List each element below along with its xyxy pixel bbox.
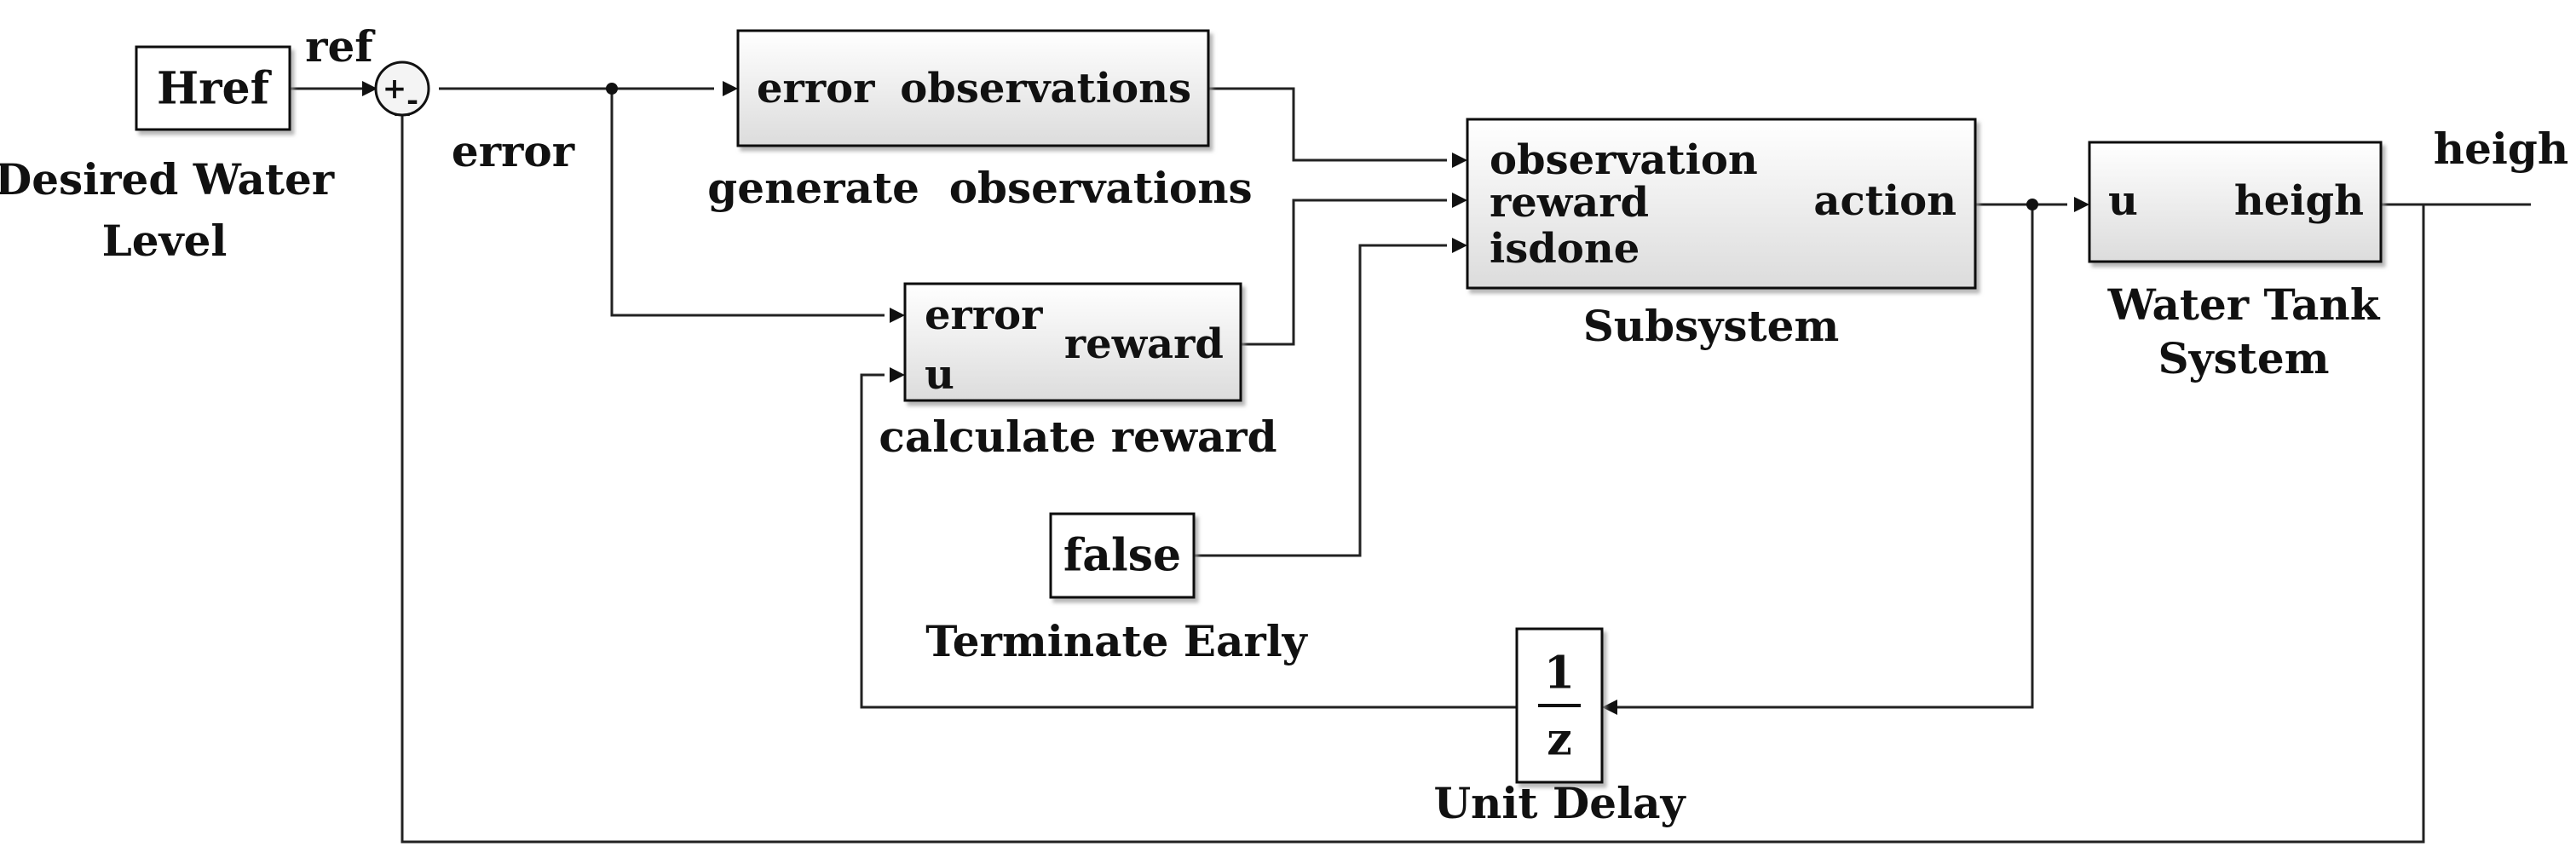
unit-delay-numerator: 1 <box>1544 648 1575 700</box>
terminate-block-text: false <box>1063 530 1181 582</box>
calc-reward-caption: calculate reward <box>879 412 1276 462</box>
subsystem-block[interactable]: observation reward isdone action <box>1466 118 1977 290</box>
sum-block[interactable]: + - <box>374 60 430 118</box>
unit-delay-caption: Unit Delay <box>1433 778 1686 828</box>
wire-isdone <box>1194 244 1447 557</box>
arrow-water-tank <box>2074 197 2089 212</box>
arrow-subsystem-reward <box>1452 193 1467 208</box>
junction-error <box>606 83 618 95</box>
calc-reward-out-port: reward <box>1064 320 1224 368</box>
arrow-subsystem-isdone <box>1452 238 1467 253</box>
wire-error-to-reward <box>610 89 885 317</box>
href-caption-line2: Level <box>102 216 228 266</box>
terminate-early-block[interactable]: false <box>1049 512 1196 599</box>
sum-minus-sign: - <box>406 84 418 118</box>
subsystem-caption: Subsystem <box>1583 301 1840 351</box>
junctions <box>606 83 2038 210</box>
ref-signal-label: ref <box>305 21 376 72</box>
subsystem-out-port-action: action <box>1813 177 1956 225</box>
arrow-reward-error <box>890 308 905 323</box>
arrow-reward-u <box>890 367 905 383</box>
href-constant-block[interactable]: Href <box>135 45 291 131</box>
water-tank-out-port: heigh <box>2234 177 2364 225</box>
unit-delay-block[interactable]: 1 z <box>1515 627 1604 784</box>
error-signal-label: error <box>452 126 575 176</box>
sum-plus-sign: + <box>383 72 407 106</box>
subsystem-in-port-reward: reward <box>1490 179 1649 227</box>
height-signal-label: heigh <box>2434 124 2568 174</box>
generate-obs-caption: generate observations <box>707 163 1252 213</box>
href-caption-line1: Desired Water <box>0 154 335 204</box>
arrow-unit-delay <box>1602 700 1617 715</box>
junction-action <box>2026 199 2038 210</box>
wire-reward <box>1241 199 1447 346</box>
generate-obs-out-port: observations <box>900 65 1191 112</box>
calc-reward-in-port-error: error <box>925 291 1043 339</box>
href-block-text: Href <box>157 63 273 115</box>
terminate-caption: Terminate Early <box>925 616 1308 666</box>
subsystem-in-port-isdone: isdone <box>1490 225 1640 273</box>
generate-observations-block[interactable]: error observations <box>736 29 1210 147</box>
water-tank-block[interactable]: u heigh <box>2088 141 2383 263</box>
subsystem-in-port-observation: observation <box>1490 136 1758 184</box>
generate-obs-in-port: error <box>757 65 875 112</box>
signal-wires <box>290 87 2531 844</box>
calc-reward-in-port-u: u <box>925 351 954 399</box>
water-tank-in-port: u <box>2108 177 2138 225</box>
arrow-subsystem-observation <box>1452 153 1467 168</box>
water-tank-caption-line2: System <box>2158 333 2329 383</box>
wire-delay-to-u <box>860 373 1517 709</box>
wire-action-to-delay <box>1617 204 2034 709</box>
wire-observations <box>1208 87 1447 162</box>
unit-delay-denominator: z <box>1547 714 1572 766</box>
arrow-generate-obs <box>723 81 738 96</box>
calculate-reward-block[interactable]: error u reward <box>903 282 1242 402</box>
arrow-ref <box>362 81 377 96</box>
water-tank-caption-line1: Water Tank <box>2107 279 2381 330</box>
